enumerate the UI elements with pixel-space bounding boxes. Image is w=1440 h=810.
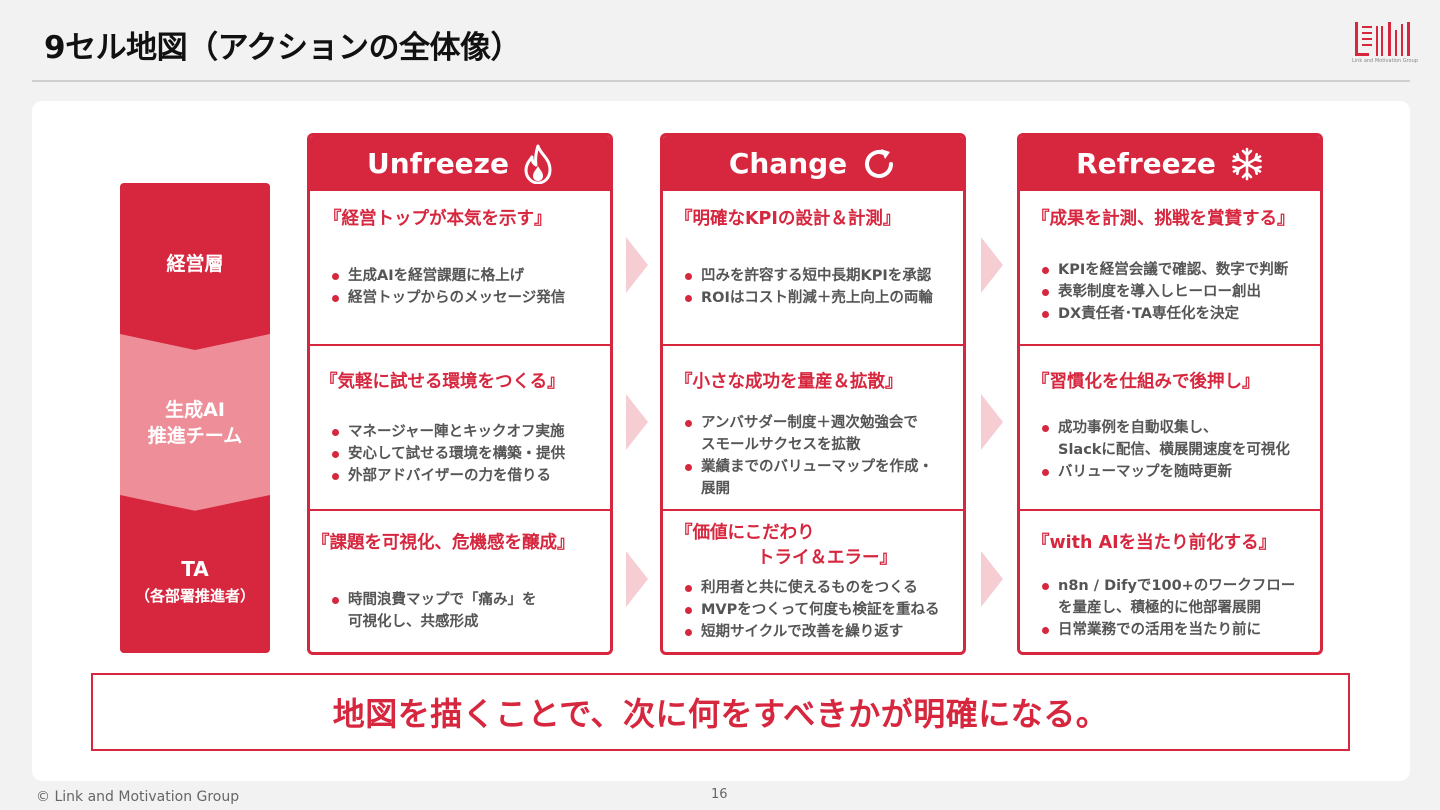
bullet-list: 成功事例を自動収集し、 Slackに配信、横展開速度を可視化 バリューマップを随…: [1042, 417, 1290, 483]
cell-heading: 『課題を可視化、危機感を醸成』: [312, 533, 575, 553]
cell-change-team: 『小さな成功を量産＆拡散』 アンバサダー制度＋週次勉強会で スモールサクセスを拡…: [663, 344, 963, 509]
stage-ta-sublabel: （各部署推進者）: [134, 586, 255, 605]
list-item: 短期サイクルで改善を繰り返す: [685, 621, 940, 643]
list-item: バリューマップを随時更新: [1042, 461, 1290, 483]
list-item: マネージャー陣とキックオフ実施: [332, 421, 565, 443]
list-item: 利用者と共に使えるものをつくる: [685, 577, 940, 599]
list-item: n8n / Difyで100+のワークフロー: [1042, 575, 1295, 597]
column-title: Unfreeze: [367, 147, 509, 180]
column-header-refreeze: Refreeze: [1020, 136, 1320, 191]
company-logo-icon: [1355, 22, 1410, 56]
cell-heading-line1: 『価値にこだわり: [675, 523, 815, 543]
copyright-footer: © Link and Motivation Group: [36, 789, 240, 805]
stage-ai-team-label-line2: 推進チーム: [147, 425, 243, 447]
stage-ai-team-label-line1: 生成AI: [165, 398, 225, 421]
snowflake-icon: [1232, 147, 1262, 180]
cell-refreeze-ta: 『with AIを当たり前化する』 n8n / Difyで100+のワークフロー…: [1020, 509, 1320, 652]
cell-heading: 『経営トップが本気を示す』: [324, 209, 552, 229]
cell-heading: 『成果を計測、挑戦を賞賛する』: [1032, 209, 1295, 229]
list-item: 時間浪費マップで「痛み」を: [332, 589, 537, 611]
cell-heading-line2: トライ＆エラー』: [757, 547, 897, 568]
summary-banner: 地図を描くことで、次に何をすべきかが明確になる。: [91, 673, 1350, 751]
column-header-unfreeze: Unfreeze: [310, 136, 610, 191]
list-item: 業績までのバリューマップを作成・: [685, 456, 933, 478]
cell-unfreeze-ta: 『課題を可視化、危機感を醸成』 時間浪費マップで「痛み」を 可視化し、共感形成: [310, 509, 610, 652]
list-item: MVPをつくって何度も検証を重ねる: [685, 599, 940, 621]
page-number: 16: [711, 787, 728, 802]
list-item-continued: を量産し、積極的に他部署展開: [1058, 600, 1261, 616]
column-refreeze: Refreeze 『成果を計測、挑戦を賞賛する』 KPIを経営会議で確認、数字で…: [1017, 133, 1323, 655]
list-item: アンバサダー制度＋週次勉強会で: [685, 412, 933, 434]
stage-executive-label: 経営層: [166, 252, 224, 275]
cell-heading: 『価値にこだわり トライ＆エラー』: [675, 521, 897, 570]
list-item: 可視化し、共感形成: [348, 614, 479, 630]
bullet-list: 生成AIを経営課題に格上げ 経営トップからのメッセージ発信: [332, 265, 565, 309]
list-item: 凹みを許容する短中長期KPIを承認: [685, 265, 933, 287]
list-item: 成功事例を自動収集し、: [1042, 417, 1290, 439]
cell-unfreeze-team: 『気軽に試せる環境をつくる』 マネージャー陣とキックオフ実施 安心して試せる環境…: [310, 344, 610, 509]
column-title: Change: [728, 147, 848, 180]
cell-heading: 『明確なKPIの設計＆計測』: [675, 209, 901, 229]
bullet-list: 凹みを許容する短中長期KPIを承認 ROIはコスト削減＋売上向上の両輪: [685, 265, 933, 309]
list-item: ROIはコスト削減＋売上向上の両輪: [685, 287, 933, 309]
cell-heading: 『小さな成功を量産＆拡散』: [675, 372, 903, 392]
list-item: 安心して試せる環境を構築・提供: [332, 443, 565, 465]
summary-text: 地図を描くことで、次に何をすべきかが明確になる。: [332, 695, 1109, 733]
bullet-list: n8n / Difyで100+のワークフロー を量産し、積極的に他部署展開 日常…: [1042, 575, 1295, 641]
stage-executive: 経営層: [120, 183, 270, 351]
cell-refreeze-executive: 『成果を計測、挑戦を賞賛する』 KPIを経営会議で確認、数字で判断 表彰制度を導…: [1020, 191, 1320, 344]
list-item: DX責任者･TA専任化を決定: [1042, 303, 1288, 325]
bullet-list: アンバサダー制度＋週次勉強会で スモールサクセスを拡散 業績までのバリューマップ…: [685, 412, 933, 500]
column-header-change: Change: [663, 136, 963, 191]
stage-ta-label: TA: [181, 556, 209, 581]
bullet-list: マネージャー陣とキックオフ実施 安心して試せる環境を構築・提供 外部アドバイザー…: [332, 421, 565, 487]
cell-refreeze-team: 『習慣化を仕組みで後押し』 成功事例を自動収集し、 Slackに配信、横展開速度…: [1020, 344, 1320, 509]
cell-change-ta: 『価値にこだわり トライ＆エラー』 利用者と共に使えるものをつくる MVPをつく…: [663, 509, 963, 652]
cell-heading: 『習慣化を仕組みで後押し』: [1032, 372, 1260, 392]
cell-heading: 『with AIを当たり前化する』: [1032, 533, 1277, 553]
title-divider: [32, 80, 1410, 82]
list-item: 外部アドバイザーの力を借りる: [332, 465, 565, 487]
cell-heading: 『気軽に試せる環境をつくる』: [320, 372, 565, 392]
stage-ai-team: 生成AI 推進チーム: [120, 334, 270, 512]
list-item-continued: 展開: [701, 481, 730, 497]
bullet-list: 利用者と共に使えるものをつくる MVPをつくって何度も検証を重ねる 短期サイクル…: [685, 577, 940, 643]
bullet-list: KPIを経営会議で確認、数字で判断 表彰制度を導入しヒーロー創出 DX責任者･T…: [1042, 259, 1288, 325]
column-unfreeze: Unfreeze 『経営トップが本気を示す』 生成AIを経営課題に格上げ 経営ト…: [307, 133, 613, 655]
bullet-list: 時間浪費マップで「痛み」を 可視化し、共感形成: [332, 589, 537, 633]
list-item: 日常業務での活用を当たり前に: [1042, 619, 1295, 641]
stage-ta: TA （各部署推進者）: [120, 495, 270, 653]
column-title: Refreeze: [1076, 147, 1216, 180]
logo-caption: Link and Motivation Group: [1352, 58, 1418, 64]
list-item: 経営トップからのメッセージ発信: [332, 287, 565, 309]
slide-title: 9セル地図（アクションの全体像）: [44, 30, 522, 66]
column-change: Change 『明確なKPIの設計＆計測』 凹みを許容する短中長期KPIを承認 …: [660, 133, 966, 655]
cell-unfreeze-executive: 『経営トップが本気を示す』 生成AIを経営課題に格上げ 経営トップからのメッセー…: [310, 191, 610, 344]
refresh-icon: [865, 148, 894, 178]
list-item-continued: Slackに配信、横展開速度を可視化: [1058, 442, 1290, 458]
list-item: 表彰制度を導入しヒーロー創出: [1042, 281, 1288, 303]
list-item-continued: スモールサクセスを拡散: [701, 437, 861, 453]
list-item: KPIを経営会議で確認、数字で判断: [1042, 259, 1288, 281]
cell-change-executive: 『明確なKPIの設計＆計測』 凹みを許容する短中長期KPIを承認 ROIはコスト…: [663, 191, 963, 344]
list-item: 生成AIを経営課題に格上げ: [332, 265, 565, 287]
flame-icon: [524, 144, 552, 184]
